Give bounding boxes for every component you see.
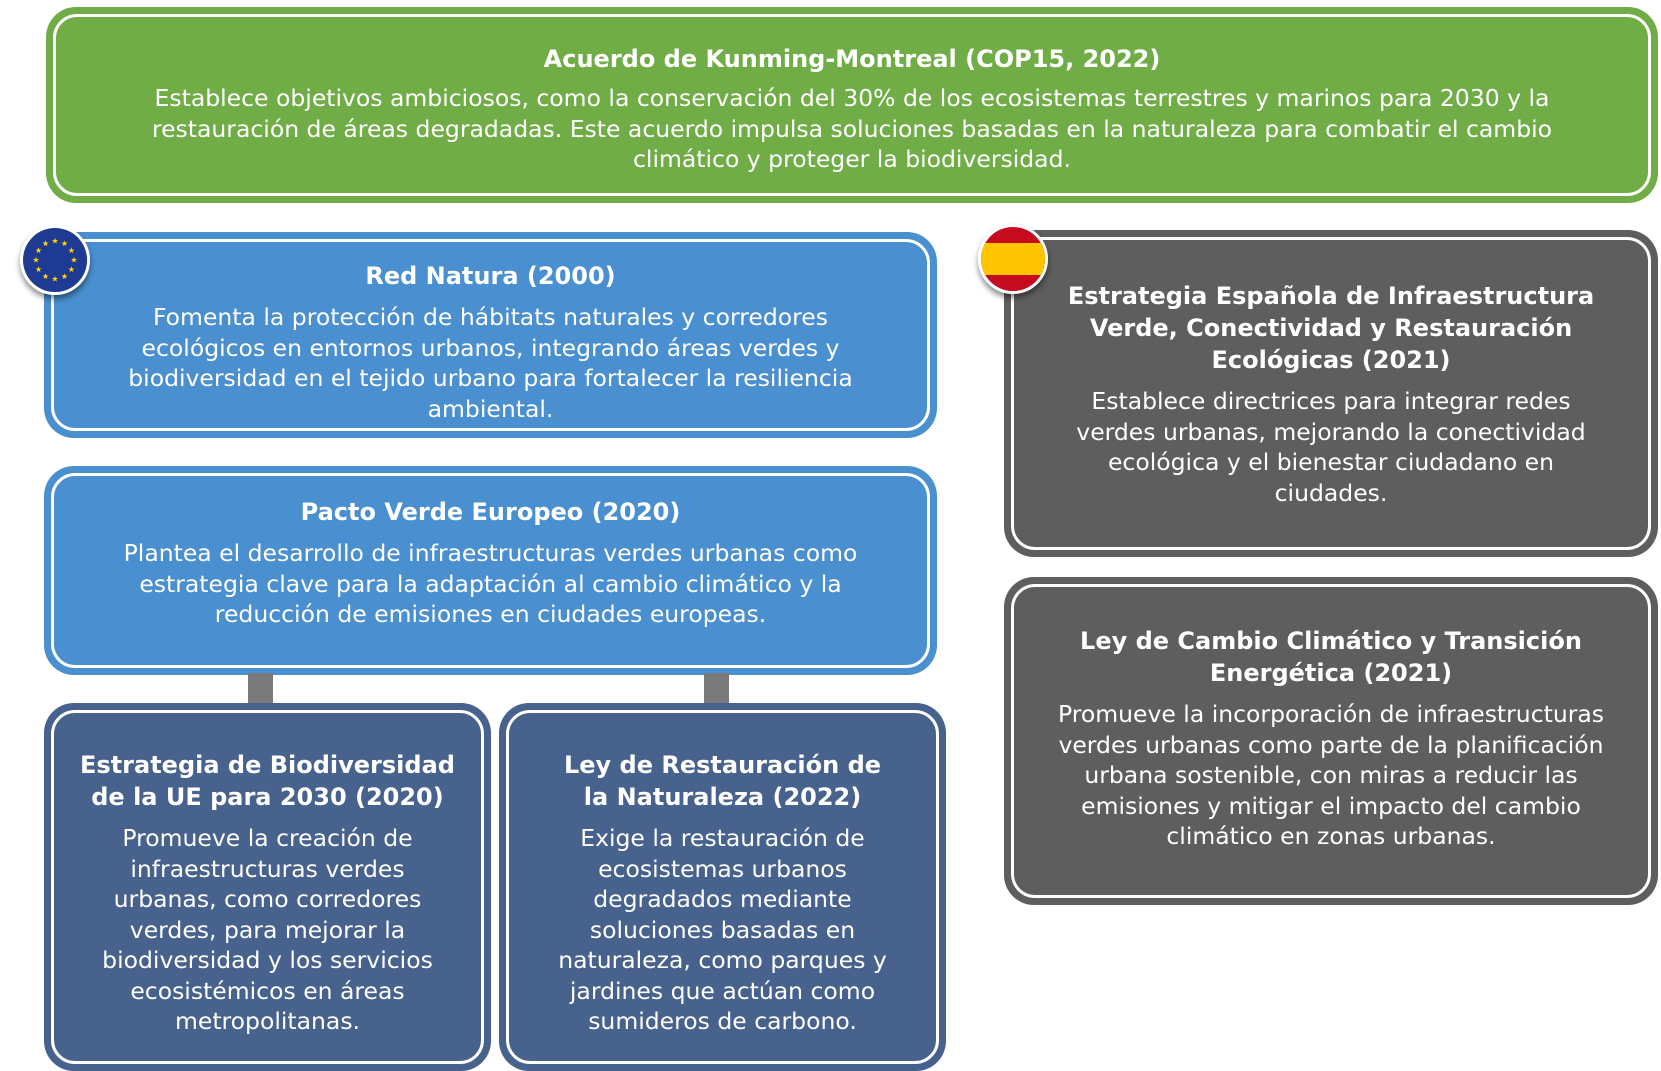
- eu-star: [68, 247, 75, 254]
- climate-law-description: Promueve la incorporación de infraestruc…: [1057, 700, 1605, 850]
- kunming-montreal-card: Acuerdo de Kunming-Montreal (COP15, 2022…: [46, 7, 1658, 203]
- spanish-strategy-card-inner: Estrategia Española de Infraestructura V…: [1011, 237, 1651, 550]
- eu-star: [35, 266, 42, 273]
- nature-restoration-card-inner: Ley de Restauración de la Naturaleza (20…: [506, 710, 939, 1064]
- kunming-montreal-description: Establece objetivos ambiciosos, como la …: [152, 83, 1552, 175]
- spanish-strategy-description: Establece directrices para integrar rede…: [1076, 387, 1586, 507]
- spain-flag-svg: [981, 227, 1045, 291]
- pacto-verde-description: Plantea el desarrollo de infraestructura…: [123, 539, 858, 628]
- pacto-verde-title: Pacto Verde Europeo (2020): [300, 498, 681, 526]
- climate-law-card: Ley de Cambio Climático y Transición Ene…: [1004, 577, 1658, 905]
- climate-law-card-inner: Ley de Cambio Climático y Transición Ene…: [1011, 584, 1651, 898]
- red-natura-card-inner: Red Natura (2000) Fomenta la protección …: [51, 239, 930, 431]
- nature-restoration-card: Ley de Restauración de la Naturaleza (20…: [499, 703, 946, 1071]
- eu-star: [32, 256, 40, 263]
- spanish-strategy-card: Estrategia Española de Infraestructura V…: [1004, 230, 1658, 557]
- eu-star: [51, 237, 59, 244]
- red-natura-title: Red Natura (2000): [365, 262, 616, 290]
- eu-star: [61, 240, 68, 247]
- biodiversity-strategy-card: Estrategia de Biodiversidad de la UE par…: [44, 703, 491, 1071]
- eu-star: [61, 273, 68, 280]
- nature-restoration-description: Exige la restauración de ecosistemas urb…: [558, 824, 887, 1035]
- kunming-desc-line-1: Establece objetivos ambiciosos, como la …: [154, 84, 1550, 112]
- eu-flag-icon: [20, 225, 90, 295]
- eu-star: [68, 266, 75, 273]
- climate-law-title: Ley de Cambio Climático y Transición Ene…: [1080, 627, 1582, 687]
- kunming-desc-line-2: restauración de áreas degradadas. Este a…: [151, 114, 1553, 143]
- eu-star: [42, 240, 49, 247]
- pacto-verde-card-inner: Pacto Verde Europeo (2020) Plantea el de…: [51, 473, 930, 668]
- nature-restoration-title: Ley de Restauración de la Naturaleza (20…: [563, 751, 882, 811]
- kunming-desc-line-3: climático y proteger la biodiversidad.: [633, 145, 1071, 173]
- connector-right: [704, 673, 729, 703]
- eu-star: [35, 247, 42, 254]
- red-natura-card: Red Natura (2000) Fomenta la protección …: [44, 232, 937, 438]
- eu-flag-svg: [23, 228, 87, 292]
- biodiversity-strategy-description: Promueve la creación de infraestructuras…: [102, 824, 433, 1035]
- kunming-montreal-title: Acuerdo de Kunming-Montreal (COP15, 2022…: [543, 45, 1161, 73]
- biodiversity-strategy-title: Estrategia de Biodiversidad de la UE par…: [80, 751, 455, 811]
- eu-star: [42, 273, 49, 280]
- spanish-strategy-title: Estrategia Española de Infraestructura V…: [1067, 282, 1595, 374]
- connector-left: [248, 673, 273, 703]
- biodiversity-strategy-card-inner: Estrategia de Biodiversidad de la UE par…: [51, 710, 484, 1064]
- eu-star: [51, 275, 59, 282]
- kunming-montreal-card-inner: Acuerdo de Kunming-Montreal (COP15, 2022…: [53, 14, 1651, 196]
- spain-flag-icon: [978, 224, 1048, 294]
- pacto-verde-card: Pacto Verde Europeo (2020) Plantea el de…: [44, 466, 937, 675]
- eu-star: [70, 256, 78, 263]
- red-natura-description: Fomenta la protección de hábitats natura…: [128, 303, 853, 423]
